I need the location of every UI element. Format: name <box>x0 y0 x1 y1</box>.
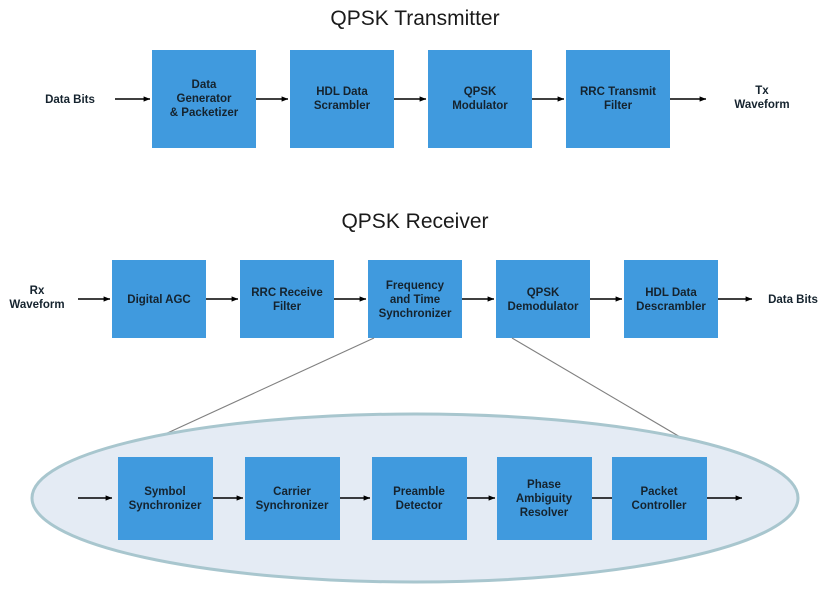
tx-block-rect[interactable] <box>290 50 394 148</box>
rx-block-label-line1: QPSK <box>527 287 560 299</box>
tx-block-label-line1: Data <box>192 79 218 91</box>
tx-block-label-line1: HDL Data <box>316 86 368 98</box>
detail-block-rect[interactable] <box>245 457 340 540</box>
tx-block-label-line2: Modulator <box>452 100 508 112</box>
detail-block-label-line2: Detector <box>396 500 443 512</box>
tx-block-label-line1: RRC Transmit <box>580 86 656 98</box>
transmitter-input-label: Data Bits <box>45 94 95 106</box>
detail-block-label-line2: Ambiguity <box>516 493 573 505</box>
rx-block-rect[interactable] <box>496 260 590 338</box>
detail-callout-lines <box>149 337 693 445</box>
tx-block-hdl-data-scrambler[interactable]: HDL Data Scrambler <box>290 50 394 148</box>
rx-block-frequency-and-time-synchronizer[interactable]: Frequency and Time Synchronizer <box>368 260 462 338</box>
rx-block-label-line1: RRC Receive <box>251 287 323 299</box>
rx-block-qpsk-demodulator[interactable]: QPSK Demodulator <box>496 260 590 338</box>
detail-block-phase-ambiguity-resolver[interactable]: Phase Ambiguity Resolver <box>497 457 592 540</box>
detail-block-label-line1: Phase <box>527 479 561 491</box>
tx-block-rect[interactable] <box>152 50 256 148</box>
detail-block-label-line2: Synchronizer <box>129 500 202 512</box>
receiver-input-label-line2: Waveform <box>9 299 64 311</box>
detail-block-label-line2: Synchronizer <box>256 500 329 512</box>
detail-block-label-line1: Preamble <box>393 486 445 498</box>
detail-block-label-line1: Symbol <box>144 486 186 498</box>
detail-block-label-line2: Controller <box>632 500 687 512</box>
detail-block-packet-controller[interactable]: Packet Controller <box>612 457 707 540</box>
tx-block-rect[interactable] <box>566 50 670 148</box>
rx-block-label-line2: and Time <box>390 294 440 306</box>
detail-block-label-line1: Carrier <box>273 486 311 498</box>
receiver-input-label-line1: Rx <box>30 285 45 297</box>
detail-block-rect[interactable] <box>612 457 707 540</box>
rx-block-digital-agc[interactable]: Digital AGC <box>112 260 206 338</box>
tx-block-label-line2: Generator <box>177 93 232 105</box>
tx-block-label-line2: Filter <box>604 100 633 112</box>
rx-block-label-line2: Descrambler <box>636 301 706 313</box>
receiver-title: QPSK Receiver <box>341 210 488 233</box>
detail-section: Symbol Synchronizer Carrier Synchronizer… <box>30 412 800 584</box>
detail-block-label-line3: Resolver <box>520 507 569 519</box>
rx-block-rect[interactable] <box>624 260 718 338</box>
transmitter-title: QPSK Transmitter <box>330 7 499 30</box>
detail-block-preamble-detector[interactable]: Preamble Detector <box>372 457 467 540</box>
detail-block-carrier-synchronizer[interactable]: Carrier Synchronizer <box>245 457 340 540</box>
tx-block-label-line1: QPSK <box>464 86 497 98</box>
rx-block-label-line1: HDL Data <box>645 287 697 299</box>
receiver-section: QPSK Receiver Rx Waveform Digital AGC RR… <box>9 210 818 338</box>
rx-block-hdl-data-descrambler[interactable]: HDL Data Descrambler <box>624 260 718 338</box>
transmitter-output-label-line1: Tx <box>755 85 769 97</box>
rx-block-label-line3: Synchronizer <box>379 308 452 320</box>
rx-block-rect[interactable] <box>112 260 206 338</box>
receiver-output-label: Data Bits <box>768 294 818 306</box>
detail-block-symbol-synchronizer[interactable]: Symbol Synchronizer <box>118 457 213 540</box>
callout-line-right <box>511 337 693 445</box>
tx-block-rrc-transmit-filter[interactable]: RRC Transmit Filter <box>566 50 670 148</box>
rx-block-label-line2: Filter <box>273 301 302 313</box>
detail-block-rect[interactable] <box>118 457 213 540</box>
transmitter-output-label-line2: Waveform <box>734 99 789 111</box>
rx-block-label-line1: Digital AGC <box>127 294 190 306</box>
rx-block-rect[interactable] <box>240 260 334 338</box>
tx-block-data-generator-packetizer[interactable]: Data Generator & Packetizer <box>152 50 256 148</box>
tx-block-label-line2: Scrambler <box>314 100 371 112</box>
tx-block-label-line3: & Packetizer <box>170 107 239 119</box>
detail-block-rect[interactable] <box>497 457 592 540</box>
rx-block-label-line2: Demodulator <box>508 301 579 313</box>
tx-block-rect[interactable] <box>428 50 532 148</box>
callout-line-left <box>149 337 375 442</box>
rx-block-rect[interactable] <box>368 260 462 338</box>
detail-block-rect[interactable] <box>372 457 467 540</box>
rx-block-rrc-receive-filter[interactable]: RRC Receive Filter <box>240 260 334 338</box>
rx-block-label-line1: Frequency <box>386 280 445 292</box>
transmitter-section: QPSK Transmitter Data Bits Data Generato… <box>45 7 790 148</box>
detail-block-label-line1: Packet <box>640 486 677 498</box>
tx-block-qpsk-modulator[interactable]: QPSK Modulator <box>428 50 532 148</box>
